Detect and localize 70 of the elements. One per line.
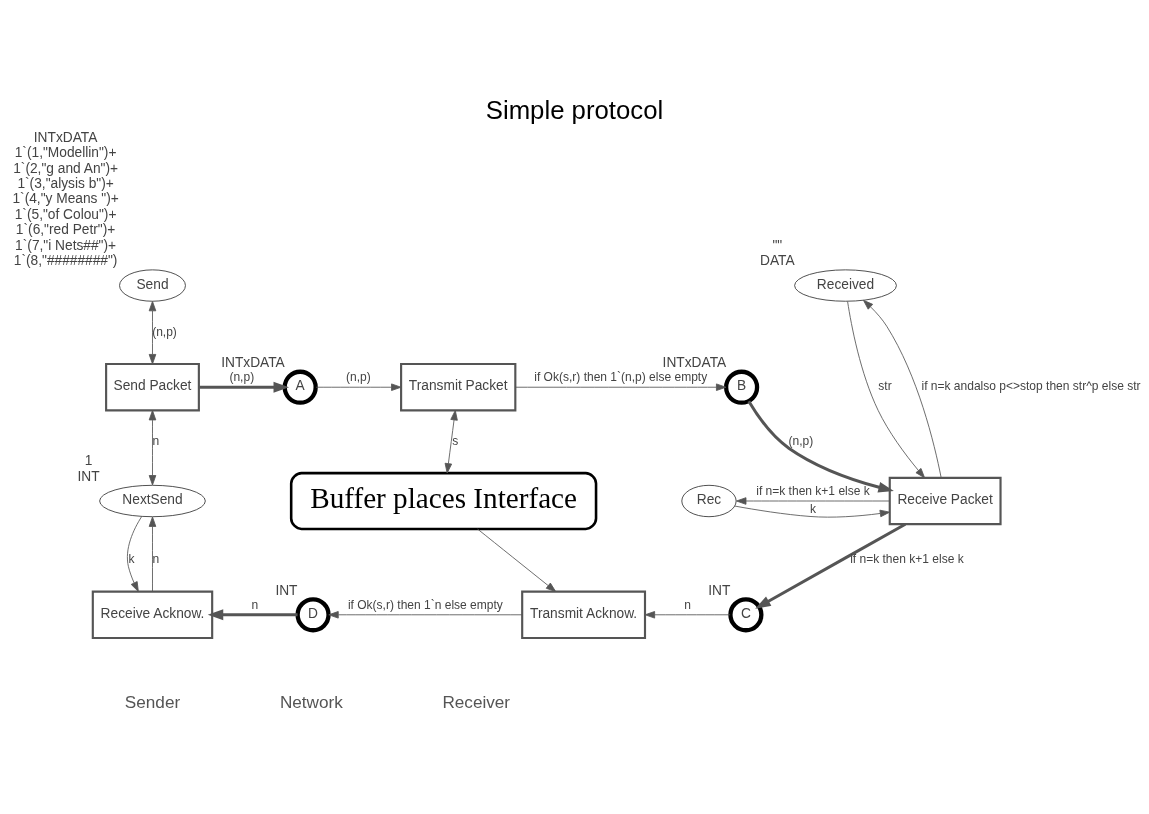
edge-label: if Ok(s,r) then 1`(n,p) else empty (534, 369, 708, 384)
arrow (734, 505, 891, 518)
edge-label: (n,p) (152, 324, 177, 339)
node-label: 1`(2,"g and An")+ (13, 160, 119, 176)
edge-label: if n=k then k+1 else k (756, 483, 870, 498)
node-ellipse: Send (119, 268, 186, 302)
label: Network (279, 691, 343, 712)
node-label: INTxDATA (221, 354, 285, 370)
arrow (328, 610, 523, 619)
edge-label: k (128, 551, 135, 566)
node-label: INT (77, 468, 100, 484)
node-label: 1`(6,"red Petr")+ (15, 221, 116, 237)
edge-label: (n,p) (788, 433, 814, 448)
node-box: Transmit Acknow. (521, 590, 647, 639)
node-ellipse: Rec (681, 484, 737, 517)
node-label: 1`(5,"of Colou")+ (14, 206, 117, 222)
arrow (148, 409, 157, 485)
label: Receiver (442, 691, 511, 712)
arrow (644, 610, 731, 619)
arrow (847, 300, 925, 478)
node-box: Receive Acknow. (91, 590, 214, 639)
edge-label: if n=k then k+1 else k (850, 551, 964, 566)
node-label: 1`(7,"i Nets##")+ (15, 237, 117, 253)
node-label: 1`(3,"alysis b")+ (17, 175, 114, 191)
edge-label: n (684, 597, 692, 612)
diagram-title: Simple protocol (485, 95, 664, 124)
arrow (207, 608, 298, 620)
arrow (736, 496, 890, 505)
node-box: Receive Packet (888, 476, 1002, 525)
edge-label: (n,p) (346, 369, 371, 384)
edge-label: if n=k andalso p<>stop then str^p else str (921, 378, 1141, 393)
arrow (863, 299, 942, 478)
arrow (315, 383, 402, 391)
arrow (444, 409, 458, 473)
node-circle: D (295, 596, 331, 632)
node-label: INTxDATA (33, 129, 98, 145)
arrow (148, 516, 157, 592)
arrow (126, 515, 143, 592)
arrow (148, 300, 157, 364)
edge-label: k (810, 501, 817, 516)
node-label: 1 (84, 452, 93, 468)
arrow (515, 383, 727, 391)
node-box: Send Packet (105, 362, 200, 411)
node-ellipse: Received (794, 268, 897, 302)
arrow (477, 528, 557, 592)
node-box: Transmit Packet (400, 362, 517, 411)
node-box: Buffer places Interface (289, 471, 598, 530)
node-label: INTxDATA (662, 354, 727, 370)
node-circle: C (728, 596, 764, 632)
edge-label: (n,p) (229, 369, 255, 384)
node-label: 1`(8,"########") (13, 252, 118, 268)
arrow (755, 522, 907, 609)
edge-label: n (152, 433, 160, 448)
edge-label: n (152, 551, 160, 566)
node-label: 1`(1,"Modellin")+ (14, 144, 117, 160)
label: Sender (124, 691, 181, 712)
edge-label: str (878, 378, 892, 393)
arrow (199, 381, 290, 393)
node-circle: A (282, 369, 318, 405)
node-label: "" (772, 237, 783, 253)
edge-label: s (452, 433, 459, 448)
node-label: INT (708, 582, 731, 598)
edge-label: n (251, 597, 259, 612)
node-ellipse: NextSend (99, 484, 206, 517)
arrow (747, 399, 894, 492)
node-label: DATA (760, 252, 795, 268)
node-label: 1`(4,"y Means ")+ (12, 190, 119, 206)
node-circle: B (724, 369, 760, 405)
node-label: INT (275, 582, 298, 598)
edge-label: if Ok(s,r) then 1`n else empty (347, 597, 503, 612)
